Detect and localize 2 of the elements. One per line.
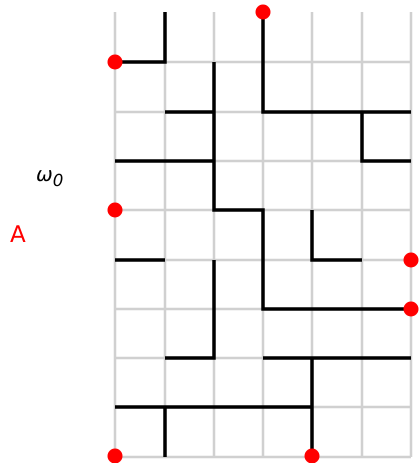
math-symbol: ω$_{0}$ [36, 164, 64, 190]
point-label: A [10, 224, 26, 247]
